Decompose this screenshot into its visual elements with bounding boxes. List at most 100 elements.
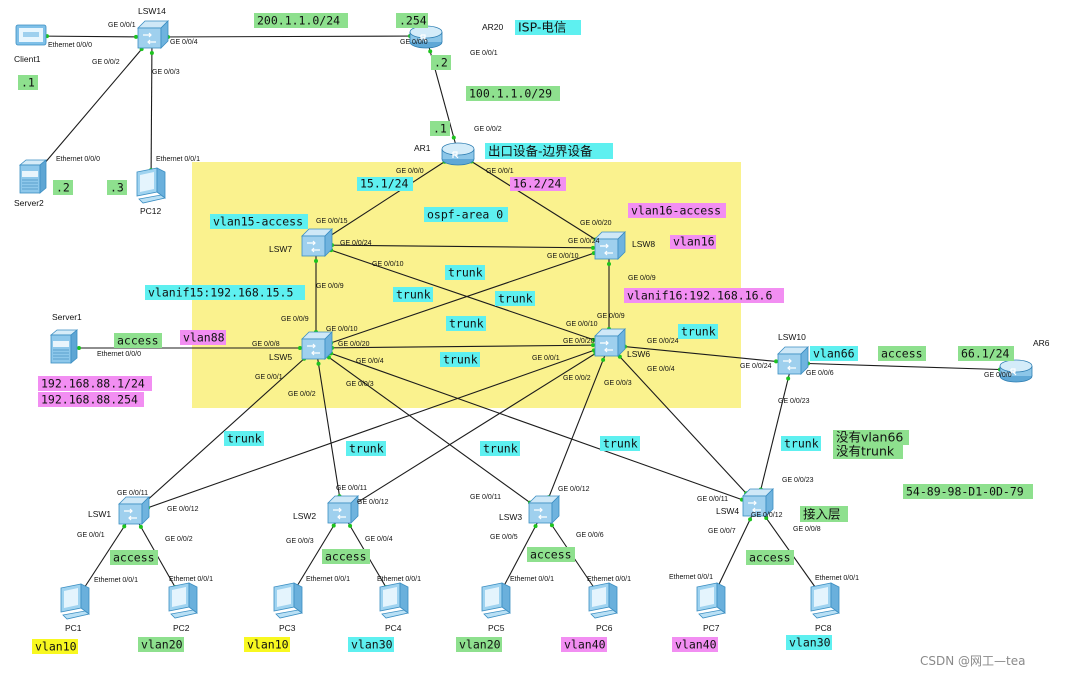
device-lsw7[interactable]: [301, 228, 333, 257]
annotation-tag-text: 15.1/24: [360, 177, 409, 191]
port-label: GE 0/0/1: [486, 168, 514, 175]
annotation-tag-bg: [431, 55, 451, 70]
port-label: GE 0/0/1: [108, 22, 136, 29]
annotation-tag-bg: [903, 484, 1033, 499]
device-label-pc8: PC8: [815, 623, 832, 633]
device-pc6[interactable]: [588, 582, 618, 619]
port-status-dot: [601, 357, 606, 362]
port-label: GE 0/0/12: [751, 512, 783, 519]
annotation-tag: vlan16-access: [628, 203, 726, 218]
device-label-lsw3: LSW3: [499, 512, 522, 522]
port-label: GE 0/0/2: [563, 375, 591, 382]
device-lsw4[interactable]: [742, 488, 774, 517]
annotation-tag: vlan20: [138, 637, 184, 652]
port-label: GE 0/0/24: [740, 363, 772, 370]
device-client1[interactable]: [15, 24, 47, 46]
port-label: GE 0/0/11: [336, 485, 367, 492]
port-label: GE 0/0/10: [547, 253, 579, 260]
annotation-tag: vlan88: [180, 330, 226, 345]
device-server2[interactable]: [18, 159, 48, 194]
annotation-tag-text: vlan10: [35, 640, 77, 654]
device-lsw1[interactable]: [118, 496, 150, 525]
device-pc4[interactable]: [379, 582, 409, 619]
annotation-tag: access: [110, 550, 158, 565]
link-lsw6-lsw3: [542, 344, 610, 513]
annotation-tag-text: trunk: [784, 437, 819, 451]
port-label: GE 0/0/15: [316, 218, 348, 225]
annotation-tag-text: 没有vlan66: [836, 430, 903, 445]
device-lsw3[interactable]: [528, 495, 560, 524]
port-label: GE 0/0/9: [597, 313, 625, 320]
device-pc12[interactable]: [136, 167, 166, 204]
annotation-tag: vlan40: [561, 637, 607, 652]
device-pc8[interactable]: [810, 582, 840, 619]
device-server1[interactable]: [49, 329, 79, 364]
port-status-dot: [607, 262, 611, 266]
link-lsw8-lsw5: [315, 247, 610, 349]
device-ar20[interactable]: [409, 25, 443, 49]
annotation-tag-text: access: [881, 347, 923, 361]
device-lsw2[interactable]: [327, 495, 359, 524]
device-label-ar20: AR20: [482, 22, 504, 32]
annotation-tag-text: vlan16-access: [631, 204, 721, 218]
port-label: Ethernet 0/0/0: [56, 156, 100, 163]
device-lsw5[interactable]: [301, 331, 333, 360]
annotation-tag: trunk: [440, 352, 480, 367]
port-label: Ethernet 0/0/1: [377, 576, 421, 583]
annotation-tag-bg: [672, 637, 718, 652]
device-label-pc4: PC4: [385, 623, 402, 633]
device-pc2[interactable]: [168, 582, 198, 619]
port-label: GE 0/0/10: [372, 261, 404, 268]
link-lsw5-lsw3: [315, 347, 544, 513]
annotation-tag: .1: [18, 75, 38, 90]
device-label-pc7: PC7: [703, 623, 720, 633]
device-ar1[interactable]: [441, 142, 475, 166]
annotation-tag-bg: [348, 637, 394, 652]
port-label: GE 0/0/4: [647, 366, 675, 373]
port-label: GE 0/0/11: [470, 494, 501, 501]
annotation-tag: trunk: [678, 324, 718, 339]
link-lsw10-lsw4: [756, 362, 793, 506]
port-label: GE 0/0/20: [580, 220, 612, 227]
annotation-tag-text: trunk: [483, 442, 518, 456]
annotation-tag: access: [746, 550, 794, 565]
port-label: GE 0/0/2: [92, 59, 120, 66]
port-label: GE 0/0/3: [286, 538, 314, 545]
device-lsw10[interactable]: [777, 346, 809, 375]
annotation-tag: vlan30: [786, 635, 832, 650]
port-status-dot: [748, 517, 753, 522]
device-pc3[interactable]: [273, 582, 303, 619]
annotation-tag-bg: [878, 346, 926, 361]
annotation-tag: trunk: [393, 287, 433, 302]
annotation-tag: vlan66: [810, 346, 858, 361]
port-label: Ethernet 0/0/1: [510, 576, 554, 583]
annotation-tag-bg: [456, 637, 502, 652]
device-pc5[interactable]: [481, 582, 511, 619]
device-lsw6[interactable]: [594, 328, 626, 357]
port-label: GE 0/0/0: [984, 372, 1012, 379]
device-pc7[interactable]: [696, 582, 726, 619]
device-label-ar1: AR1: [414, 143, 431, 153]
annotation-tag: vlanif15:192.168.15.5: [145, 285, 305, 300]
link-ar1-lsw7: [315, 152, 459, 246]
annotation-tag-bg: [224, 431, 264, 446]
annotation-tag-text: vlan30: [351, 638, 393, 652]
annotation-tag-bg: [357, 177, 413, 191]
port-label: GE 0/0/9: [628, 275, 656, 282]
device-ar6[interactable]: [999, 359, 1033, 383]
link-lsw10-ar6: [791, 362, 1017, 371]
device-lsw8[interactable]: [594, 231, 626, 260]
device-label-lsw2: LSW2: [293, 511, 316, 521]
port-status-dot: [298, 346, 302, 350]
device-lsw14[interactable]: [137, 20, 169, 49]
link-lsw14-ar20: [151, 35, 427, 38]
annotation-tag-bg: [138, 637, 184, 652]
annotation-tag: .254: [396, 13, 428, 28]
annotation-tag: 没有trunk: [833, 444, 903, 459]
annotation-tag: vlan20: [456, 637, 502, 652]
annotation-tag-bg: [670, 235, 716, 249]
annotation-tag-text: vlan20: [459, 638, 501, 652]
port-label: GE 0/0/6: [576, 532, 604, 539]
device-pc1[interactable]: [60, 583, 90, 620]
link-lsw7-lsw8: [315, 244, 610, 249]
